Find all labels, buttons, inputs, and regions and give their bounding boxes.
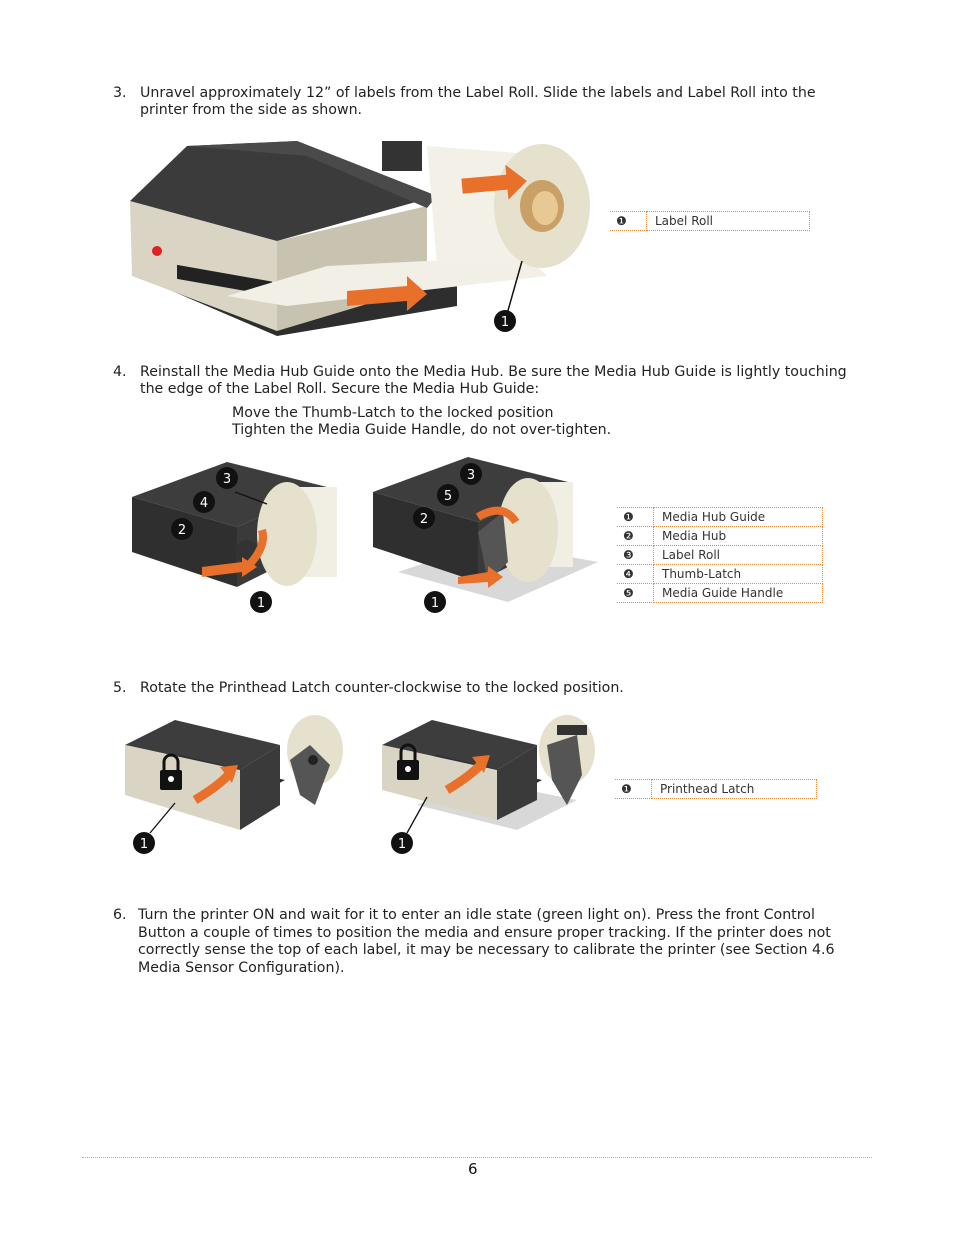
legend-label: Media Hub <box>653 526 823 546</box>
step-number: 4. <box>113 364 127 380</box>
step-number: 5. <box>113 680 127 696</box>
step-text-line: Unravel approximately 12” of labels from… <box>140 85 816 101</box>
legend-row: ❶ Printhead Latch <box>615 779 817 799</box>
step-text-line: the edge of the Label Roll. Secure the M… <box>140 381 540 397</box>
step-text-line: Button a couple of times to position the… <box>138 924 831 941</box>
legend-label: Label Roll <box>653 545 823 565</box>
printhead-latch-figure-right: 1 <box>377 705 602 857</box>
step-number: 3. <box>113 85 127 101</box>
label-roll-insertion-figure: 1 <box>127 126 593 344</box>
callout-5: 5 <box>444 489 452 504</box>
substep: Move the Thumb-Latch to the locked posit… <box>232 405 554 421</box>
callout-1: 1 <box>398 837 406 852</box>
step-text-line: printer from the side as shown. <box>140 102 363 118</box>
step-text-line: Reinstall the Media Hub Guide onto the M… <box>140 364 847 380</box>
page-number: 6 <box>468 1160 478 1178</box>
legend-label: Label Roll <box>646 211 810 231</box>
callout-label: 1 <box>501 315 509 330</box>
media-hub-guide-figure-left: 3 4 2 1 <box>127 452 347 617</box>
bullet-icon: ❺ <box>617 583 654 603</box>
callout-2: 2 <box>178 523 186 538</box>
legend-label: Media Guide Handle <box>653 583 823 603</box>
legend-label: Media Hub Guide <box>653 507 823 527</box>
callout-2: 2 <box>420 512 428 527</box>
callout-4: 4 <box>200 496 208 511</box>
bullet-icon: ❶ <box>617 507 654 527</box>
callout-1 <box>494 310 516 332</box>
step-text-line: Turn the printer ON and wait for it to e… <box>138 907 815 923</box>
step-text-line: Media Sensor Configuration). <box>138 959 345 976</box>
bullet-icon: ❶ <box>610 211 647 231</box>
printhead-latch-figure-left: 1 <box>120 705 345 857</box>
callout-3: 3 <box>467 468 475 483</box>
bullet-icon: ❸ <box>617 545 654 565</box>
bullet-icon: ❷ <box>617 526 654 546</box>
bullet-icon: ❹ <box>617 564 654 584</box>
step-number: 6. <box>113 907 127 923</box>
callout-1: 1 <box>431 596 439 611</box>
callout-3: 3 <box>223 472 231 487</box>
step-text-line: Rotate the Printhead Latch counter-clock… <box>140 680 624 696</box>
legend-figure-3: ❶ Printhead Latch <box>615 779 817 799</box>
bullet-icon: ❶ <box>615 779 652 799</box>
callout-1: 1 <box>257 596 265 611</box>
legend-figure-1: ❶ Label Roll <box>610 211 810 231</box>
footer-divider <box>82 1157 872 1158</box>
legend-row: ❶ Label Roll <box>610 211 810 231</box>
substep: Tighten the Media Guide Handle, do not o… <box>232 422 612 438</box>
legend-label: Thumb-Latch <box>653 564 823 584</box>
step-text-line: correctly sense the top of each label, i… <box>138 942 835 958</box>
legend-label: Printhead Latch <box>651 779 817 799</box>
media-hub-guide-figure-right: 3 5 2 1 <box>368 452 603 617</box>
callout-1: 1 <box>140 837 148 852</box>
